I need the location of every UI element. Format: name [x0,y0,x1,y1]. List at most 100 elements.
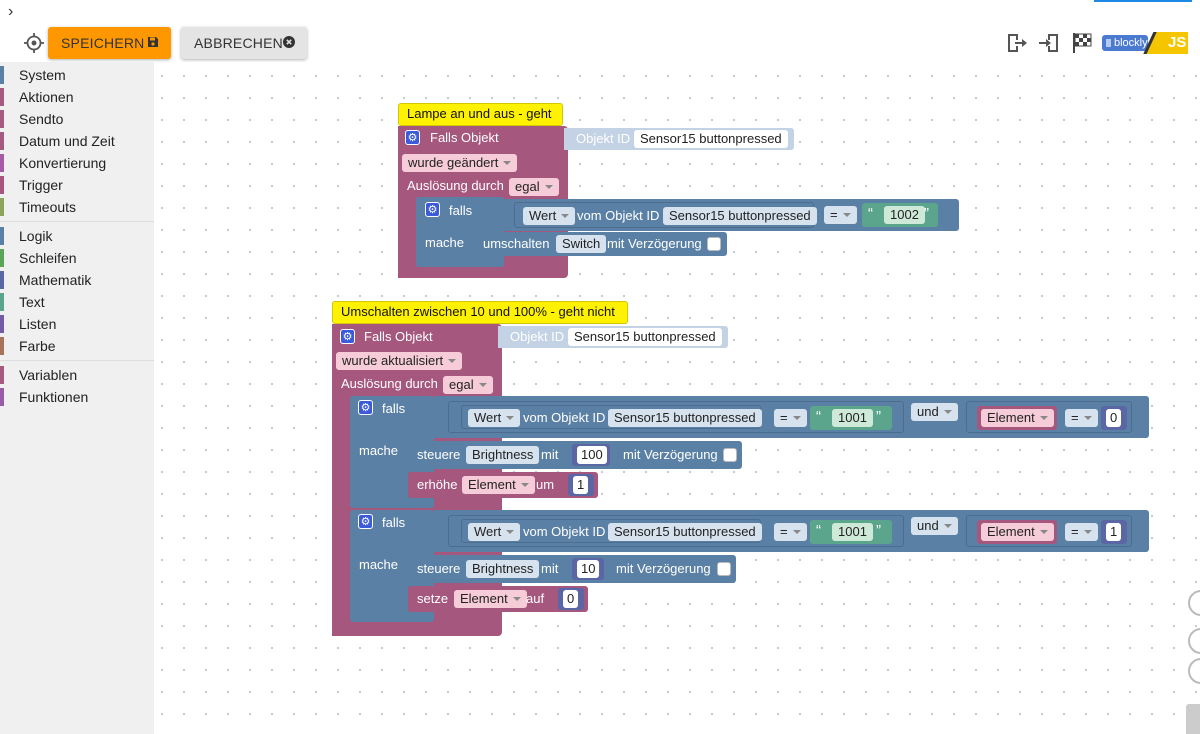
block1-compare-value[interactable]: 1002 [884,206,925,224]
block1-objid-block[interactable]: Objekt ID Sensor15 buttonpressed [564,128,794,150]
block1-text-block[interactable]: “ 1002 ” [862,203,938,227]
cancel-button[interactable]: ABBRECHEN [181,27,307,59]
block2-if1-setvalue-block[interactable]: 100 [572,444,610,466]
block2-if2-compare-block[interactable]: Wert vom Objekt ID Sensor15 buttonpresse… [448,515,904,547]
sidebar-item-sendto[interactable]: Sendto [0,108,154,130]
sidebar-item-farbe[interactable]: Farbe [0,335,154,357]
block2-if2-gear-icon[interactable]: ⚙ [358,514,373,529]
sidebar-item-schleifen[interactable]: Schleifen [0,247,154,269]
block1-compare-block[interactable]: Wert vom Objekt ID Sensor15 buttonpresse… [502,199,959,231]
blockly-workspace[interactable]: Lampe an und aus - geht ⚙ Falls Objekt O… [154,62,1200,734]
block2-if2-setvalue-field[interactable]: 10 [577,560,600,578]
block2-if1-el-operator-dropdown[interactable]: = [1065,409,1098,427]
zoom-reset-control[interactable] [1188,590,1200,616]
block2-if1-increment-number[interactable]: 1 [573,476,589,494]
sidebar-item-konvertierung[interactable]: Konvertierung [0,152,154,174]
block2-if2-wert-dropdown[interactable]: Wert [468,523,521,541]
blockly-js-toggle[interactable]: blockly JS [1102,29,1188,57]
save-button[interactable]: SPEICHERN [48,27,171,59]
block1-mode-dropdown[interactable]: wurde geändert [402,154,518,172]
block2-if1-wert-dropdown[interactable]: Wert [468,409,521,427]
block2-if1-brightness-field[interactable]: Brightness [466,446,540,464]
block2-if1-und-dropdown[interactable]: und [911,403,958,421]
sidebar-item-datum-und-zeit[interactable]: Datum und Zeit [0,130,154,152]
block2-if2-set-var-dropdown[interactable]: Element [454,590,527,608]
sidebar-item-timeouts[interactable]: Timeouts [0,196,154,218]
sidebar-item-system[interactable]: System [0,64,154,86]
block2-if1-setvalue-field[interactable]: 100 [577,446,607,464]
block2-if2-brightness-field[interactable]: Brightness [466,560,540,578]
block2-if2-number-value[interactable]: 1 [1106,523,1122,541]
block1-delay-checkbox[interactable] [707,237,721,251]
block2-if2-wert-object-value[interactable]: Sensor15 buttonpressed [608,523,762,541]
block2-if2-element-var-block[interactable]: Element [977,520,1057,544]
block2-if1-number-value[interactable]: 0 [1106,409,1122,427]
block1-wert-object-value[interactable]: Sensor15 buttonpressed [663,207,817,225]
sidebar-item-text[interactable]: Text [0,291,154,313]
block2-if2-el-operator-dropdown[interactable]: = [1065,523,1098,541]
block2-if2-element-dropdown[interactable]: Element [981,523,1054,541]
block2-ausloesung-dropdown[interactable]: egal [443,376,493,394]
block2-if2-compare-value[interactable]: 1001 [832,523,873,541]
block2-if1-number-block[interactable]: 0 [1101,406,1127,430]
block1-switch-field[interactable]: Switch [556,235,607,253]
block1-wert-block[interactable]: Wert vom Objekt ID Sensor15 buttonpresse… [514,202,817,228]
chevron-right-icon[interactable]: › [8,3,14,20]
block2-if2-set-number[interactable]: 0 [563,590,579,608]
block2-if1-control-block[interactable]: steuere Brightness mit 100 mit Verzögeru… [408,441,742,469]
block1-toggle-block[interactable]: umschalten Switch mit Verzögerung [474,232,727,256]
block2-if2-delay-checkbox[interactable] [717,562,731,576]
block2-if1-el-compare-block[interactable]: Element = 0 [966,401,1132,433]
block2-if1-gear-icon[interactable]: ⚙ [358,400,373,415]
block2-if1-increment-block[interactable]: erhöhe Element um 1 [408,472,598,498]
sidebar-item-aktionen[interactable]: Aktionen [0,86,154,108]
sidebar-item-variablen[interactable]: Variablen [0,364,154,386]
block2-if1-compare-block[interactable]: Wert vom Objekt ID Sensor15 buttonpresse… [448,401,904,433]
block2-if1-wert-object-value[interactable]: Sensor15 buttonpressed [608,409,762,427]
block2-if1-wert-block[interactable]: Wert vom Objekt ID Sensor15 buttonpresse… [461,405,762,429]
block2-if1-element-dropdown[interactable]: Element [981,409,1054,427]
block2-if2-and-block[interactable]: Wert vom Objekt ID Sensor15 buttonpresse… [434,510,1149,552]
block2-if1-delay-checkbox[interactable] [723,448,737,462]
block2-if2-el-compare-block[interactable]: Element = 1 [966,515,1132,547]
block1-wert-dropdown[interactable]: Wert [523,207,576,225]
block1-comment[interactable]: Lampe an und aus - geht [398,103,563,126]
block2-mode-dropdown[interactable]: wurde aktualisiert [336,352,463,370]
block2-if1-element-var-block[interactable]: Element [977,406,1057,430]
sidebar-item-mathematik[interactable]: Mathematik [0,269,154,291]
block2-objid-value[interactable]: Sensor15 buttonpressed [568,328,722,346]
block2-if2-set-block[interactable]: setze Element auf 0 [408,586,588,612]
block2-if2-wert-block[interactable]: Wert vom Objekt ID Sensor15 buttonpresse… [461,519,762,543]
trash-can-icon[interactable] [1186,704,1200,734]
sidebar-item-trigger[interactable]: Trigger [0,174,154,196]
zoom-out-control[interactable] [1188,628,1200,654]
block2-if2-setvalue-block[interactable]: 10 [572,558,604,580]
export-icon[interactable] [1004,31,1028,55]
sidebar-item-listen[interactable]: Listen [0,313,154,335]
block1-operator-dropdown[interactable]: = [824,206,857,224]
block2-if1-increment-number-block[interactable]: 1 [568,474,594,496]
import-icon[interactable] [1038,31,1062,55]
block2-if2-number-block[interactable]: 1 [1101,520,1127,544]
zoom-in-control[interactable] [1188,658,1200,684]
block2-if1-increment-var-dropdown[interactable]: Element [462,476,535,494]
block2-if1-text-block[interactable]: “ 1001 ” [810,406,892,430]
block2-gear-icon[interactable]: ⚙ [340,329,355,344]
sidebar-item-funktionen[interactable]: Funktionen [0,386,154,408]
block1-ausloesung-dropdown[interactable]: egal [509,178,559,196]
block2-if1-and-block[interactable]: Wert vom Objekt ID Sensor15 buttonpresse… [434,396,1149,438]
checkered-flag-icon[interactable] [1070,31,1094,55]
block2-if2-und-dropdown[interactable]: und [911,517,958,535]
target-icon[interactable] [24,33,44,53]
block2-if1-compare-value[interactable]: 1001 [832,409,873,427]
block1-objid-value[interactable]: Sensor15 buttonpressed [634,130,788,148]
block2-if2-set-number-block[interactable]: 0 [558,588,584,610]
block2-if1-operator-dropdown[interactable]: = [774,409,807,427]
block1-if-gear-icon[interactable]: ⚙ [425,202,440,217]
sidebar-item-logik[interactable]: Logik [0,225,154,247]
block2-if2-operator-dropdown[interactable]: = [774,523,807,541]
block2-comment[interactable]: Umschalten zwischen 10 und 100% - geht n… [332,301,628,324]
block1-gear-icon[interactable]: ⚙ [405,130,420,145]
block2-if2-control-block[interactable]: steuere Brightness mit 10 mit Verzögerun… [408,555,736,583]
block2-if2-text-block[interactable]: “ 1001 ” [810,520,892,544]
